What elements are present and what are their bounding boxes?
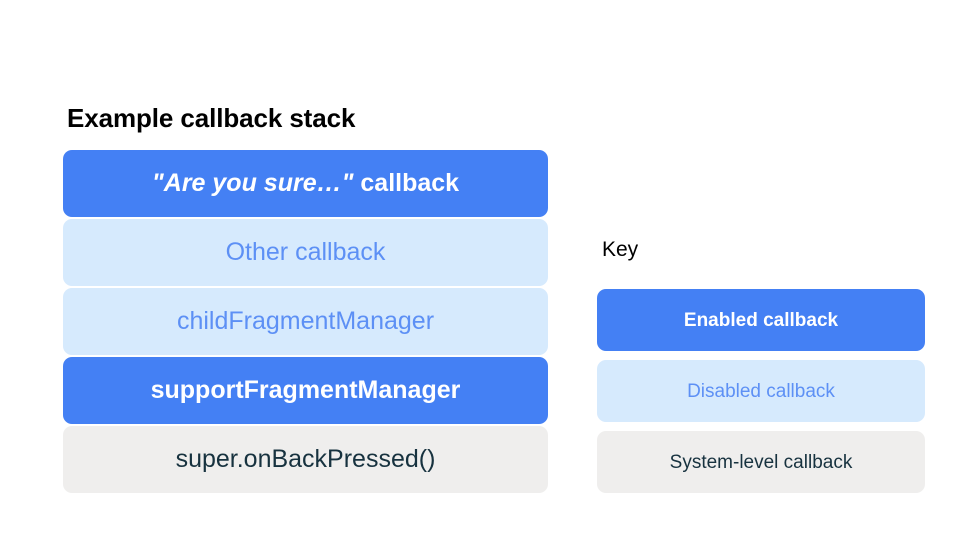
- stack-item-label: "Are you sure…" callback: [152, 171, 459, 196]
- stack-item-label-quoted: "Are you sure…": [151, 169, 354, 197]
- key-item-label: System-level callback: [669, 451, 853, 473]
- stack-item-other-callback: Other callback: [63, 219, 548, 286]
- key-item-disabled-callback: Disabled callback: [597, 360, 925, 422]
- stack-item-label: super.onBackPressed(): [175, 445, 436, 473]
- stack-item-child-fragment-manager: childFragmentManager: [63, 288, 548, 355]
- key-item-enabled-callback: Enabled callback: [597, 289, 925, 351]
- stack-item-label: childFragmentManager: [176, 307, 435, 335]
- key-item-system-level-callback: System-level callback: [597, 431, 925, 493]
- stack-item-super-on-back-pressed: super.onBackPressed(): [63, 426, 548, 493]
- key-legend: Enabled callback Disabled callback Syste…: [597, 289, 925, 502]
- stack-title: Example callback stack: [67, 103, 356, 133]
- stack-item-label-plain: callback: [353, 169, 460, 197]
- stack-item-are-you-sure-callback: "Are you sure…" callback: [63, 150, 548, 217]
- stack-item-label: supportFragmentManager: [150, 376, 461, 404]
- stack-item-support-fragment-manager: supportFragmentManager: [63, 357, 548, 424]
- key-title: Key: [602, 238, 639, 261]
- key-item-label: Enabled callback: [683, 309, 839, 331]
- callback-stack: "Are you sure…" callback Other callback …: [63, 150, 548, 495]
- stack-item-label: Other callback: [225, 238, 386, 266]
- key-item-label: Disabled callback: [687, 380, 835, 402]
